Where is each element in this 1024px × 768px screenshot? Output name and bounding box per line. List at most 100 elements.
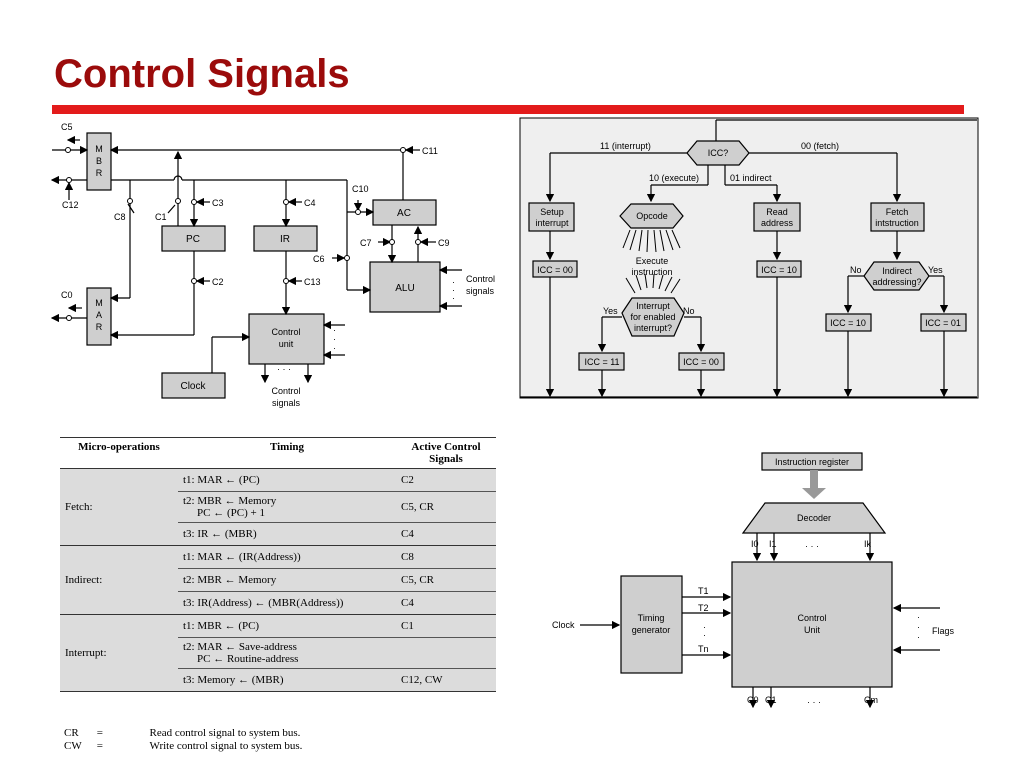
icc-00-box-a — [532, 260, 578, 278]
icc-11-label: ICC = 11 — [584, 357, 619, 367]
icc-10-label-a: ICC = 10 — [761, 265, 797, 275]
interrupt-decision — [621, 297, 685, 337]
pc-box — [161, 225, 226, 252]
decoder-trapezoid — [741, 502, 887, 534]
header-timing: Timing — [178, 437, 396, 469]
indirect-decision-label-2: addressing? — [872, 277, 921, 287]
interrupt-decision-label-2: for enabled — [630, 312, 675, 322]
output-dots: · · · — [807, 697, 821, 707]
cm-label: Cm — [864, 695, 878, 705]
alu-label: ALU — [395, 283, 414, 294]
i1-label: I1 — [769, 539, 777, 549]
decoder-dots: · · · — [805, 541, 819, 551]
yes-label-1: Yes — [603, 306, 618, 316]
svg-text:·: · — [333, 325, 336, 335]
mar-box — [86, 287, 112, 346]
interrupt-decision-label-3: interrupt? — [634, 323, 672, 333]
read-address-label-1: Read — [766, 207, 788, 217]
t1-label: T1 — [698, 586, 709, 596]
mar-label-a: A — [96, 310, 102, 320]
read-address-label-2: address — [761, 218, 794, 228]
fetch-instruction-label-1: Fetch — [886, 207, 909, 217]
row-timing-line2: PC ← (PC) + 1 — [197, 507, 265, 519]
svg-text:·: · — [917, 612, 920, 622]
group-interrupt: Interrupt: — [60, 614, 178, 692]
icc-10-label-b: ICC = 10 — [830, 318, 866, 328]
title-underline — [52, 105, 964, 114]
no-label-1: No — [683, 306, 695, 316]
control-unit-box — [731, 561, 893, 688]
header-active-signals: Active Control Signals — [396, 437, 496, 469]
ik-label: Ik — [864, 539, 872, 549]
control-unit-label-1: Control — [271, 327, 300, 337]
row-timing: t1: MBR ← (PC) — [178, 614, 396, 638]
svg-text:· · ·: · · · — [277, 364, 291, 374]
timing-generator-label-1: Timing — [638, 613, 665, 623]
icc-00-label-b: ICC = 00 — [683, 357, 719, 367]
signal-c5: C5 — [61, 122, 73, 132]
fetch-instruction-label-2: intstruction — [875, 218, 919, 228]
svg-text:·: · — [917, 632, 920, 642]
table-row: t3: Memory ← (MBR) C12, CW — [60, 668, 496, 692]
legend-eq: = — [96, 740, 103, 752]
setup-interrupt-label-2: interrupt — [535, 218, 569, 228]
control-signals-bottom-2: signals — [272, 398, 301, 408]
mar-label-m: M — [95, 298, 103, 308]
row-timing: t1: MAR ← (IR(Address)) — [178, 545, 396, 569]
opcode-hexagon — [619, 203, 684, 229]
icc-10-box-a — [756, 260, 802, 278]
group-indirect: Indirect: — [60, 545, 178, 615]
icc-00-label-a: ICC = 00 — [537, 265, 573, 275]
execute-branch-label: 10 (execute) — [649, 173, 699, 183]
signal-c4: C4 — [304, 198, 316, 208]
t2-label: T2 — [698, 603, 709, 613]
alu-box — [369, 261, 441, 313]
mbr-label-m: M — [95, 144, 103, 154]
control-unit-diagram: Instruction register Decoder Control Uni… — [552, 452, 955, 709]
legend-row: CW = Write control signal to system bus. — [64, 740, 302, 753]
signal-c8: C8 — [114, 212, 126, 222]
instruction-register-label: Instruction register — [775, 457, 849, 467]
icc-label: ICC? — [708, 148, 729, 158]
timing-generator-label-2: generator — [632, 625, 671, 635]
fetch-branch-label: 00 (fetch) — [801, 141, 839, 151]
signal-c10: C10 — [352, 184, 369, 194]
c1-label: C1 — [765, 695, 777, 705]
legend-symbol: CW — [64, 740, 82, 752]
row-signals: C4 — [396, 591, 496, 615]
mbr-box — [86, 132, 112, 191]
signal-c1: C1 — [155, 212, 167, 222]
row-signals: C5, CR — [396, 568, 496, 592]
setup-interrupt-box — [528, 202, 575, 232]
row-timing: t3: IR(Address) ← (MBR(Address)) — [178, 591, 396, 615]
svg-text:·: · — [703, 622, 706, 632]
fetch-instruction-box — [870, 202, 925, 232]
signal-c13: C13 — [304, 277, 321, 287]
setup-interrupt-label-1: Setup — [540, 207, 564, 217]
row-timing-line1: t2: MBR ← Memory — [183, 495, 277, 507]
timing-generator-box — [620, 575, 683, 674]
control-signals-right-2: signals — [466, 286, 495, 296]
control-unit-box — [248, 313, 325, 365]
table-row: t3: IR ← (MBR) C4 — [60, 522, 496, 546]
row-timing: t3: IR ← (MBR) — [178, 522, 396, 546]
legend-row: CR = Read control signal to system bus. — [64, 727, 302, 740]
legend-text: Read control signal to system bus. — [149, 727, 301, 739]
clock-label: Clock — [180, 381, 206, 392]
indirect-decision-label-1: Indirect — [882, 266, 912, 276]
signal-c3: C3 — [212, 198, 224, 208]
row-signals — [396, 637, 496, 669]
mar-label-r: R — [96, 322, 103, 332]
signal-c11: C11 — [422, 146, 438, 156]
svg-text:·: · — [452, 285, 455, 295]
yes-label-2: Yes — [928, 265, 943, 275]
signal-c9: C9 — [438, 238, 450, 248]
group-fetch: Fetch: — [60, 468, 178, 546]
indirect-branch-label: 01 indirect — [730, 173, 772, 183]
row-signals: C1 — [396, 614, 496, 638]
signal-c7: C7 — [360, 238, 372, 248]
signal-c0: C0 — [61, 290, 73, 300]
row-signals: C8 — [396, 545, 496, 569]
